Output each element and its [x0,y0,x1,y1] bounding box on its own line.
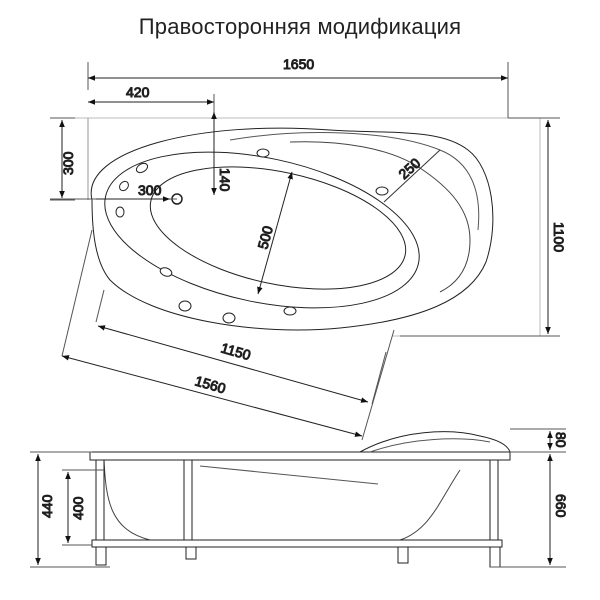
frame-legs [95,459,501,568]
diagram-title: Правосторонняя модификация [138,14,462,39]
dim-660: 660 [553,494,569,518]
dim-440: 440 [39,494,55,518]
dim-1100: 1100 [551,222,567,252]
inner-basin [149,166,407,290]
dim-80: 80 [553,432,569,448]
tub-outer-rim [90,127,494,331]
dim-1650: 1650 [283,56,314,72]
dim-300-vertical: 300 [60,151,76,175]
dim-250: 250 [395,155,423,183]
dim-500: 500 [254,224,276,251]
top-view: 420 1650 300 300 140 500 250 1100 1150 1… [50,56,568,441]
jet-holes [115,148,389,324]
dim-420: 420 [126,84,150,100]
dim-1150: 1150 [219,340,253,364]
dim-140: 140 [217,168,233,192]
dim-1560: 1560 [193,373,228,397]
side-view: 440 400 80 660 [30,428,570,568]
dim-300-horizontal: 300 [138,182,162,198]
rim-ring [104,151,420,309]
dim-400: 400 [70,496,86,520]
